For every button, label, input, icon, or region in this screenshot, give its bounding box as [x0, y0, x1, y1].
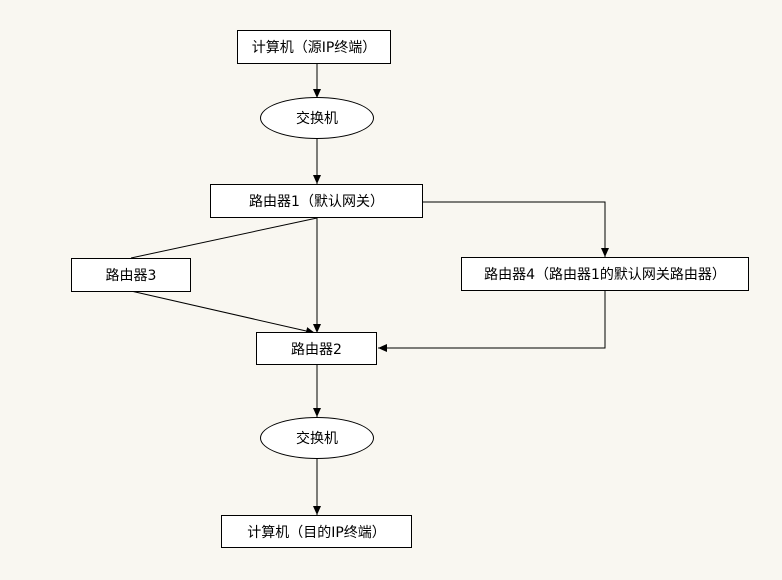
edge-router1-to-router4 — [423, 201, 609, 257]
node-source-computer: 计算机（源IP终端） — [237, 30, 391, 64]
node-router-2-label: 路由器2 — [291, 341, 342, 358]
node-router-4-label: 路由器4（路由器1的默认网关路由器） — [484, 267, 726, 283]
node-switch-1-label: 交换机 — [296, 111, 338, 127]
node-router-4: 路由器4（路由器1的默认网关路由器） — [461, 257, 749, 291]
node-switch-2: 交换机 — [260, 417, 374, 459]
node-router-1-label: 路由器1（默认网关） — [249, 194, 384, 210]
edge-router1-to-router3 — [130, 217, 318, 259]
node-router-2: 路由器2 — [256, 332, 377, 365]
node-destination-computer: 计算机（目的IP终端） — [221, 515, 412, 548]
edge-router4-to-router2 — [378, 291, 606, 352]
edge-router3-to-router2 — [130, 290, 316, 335]
node-router-1: 路由器1（默认网关） — [210, 184, 423, 218]
node-destination-computer-label: 计算机（目的IP终端） — [247, 524, 386, 541]
node-router-3-label: 路由器3 — [105, 268, 157, 284]
node-switch-1: 交换机 — [260, 97, 374, 139]
node-source-computer-label: 计算机（源IP终端） — [251, 40, 377, 56]
node-router-3: 路由器3 — [71, 258, 191, 292]
node-switch-2-label: 交换机 — [296, 431, 338, 447]
